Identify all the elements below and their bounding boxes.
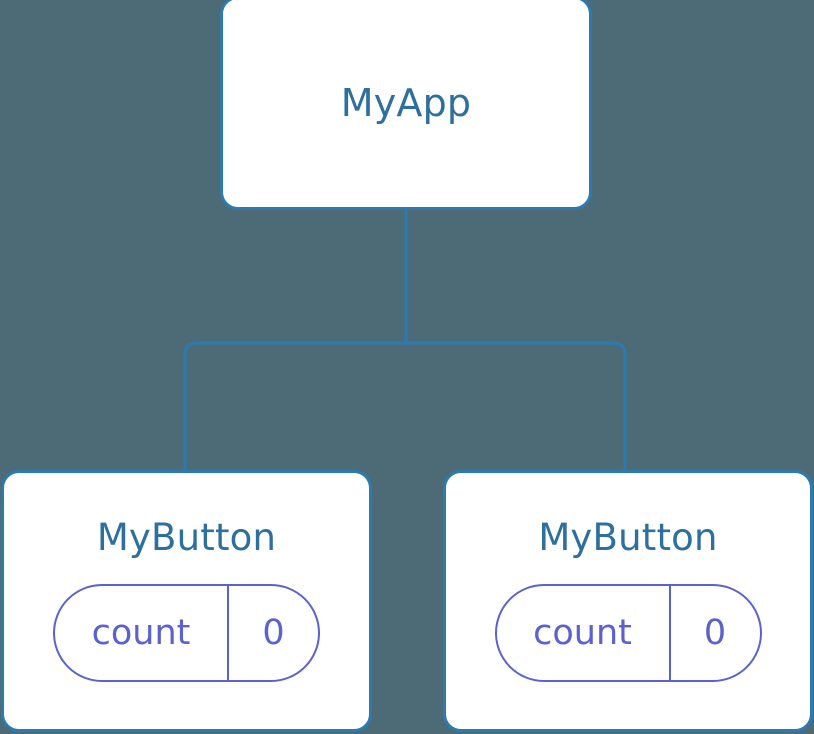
node-myapp-title: MyApp xyxy=(340,81,472,125)
node-mybutton-right-title: MyButton xyxy=(538,516,718,559)
state-value-cell-left: 0 xyxy=(229,586,318,680)
state-key-label-left: count xyxy=(91,612,191,653)
connector-edge-left xyxy=(183,341,406,472)
state-key-cell-right: count xyxy=(497,586,671,680)
state-capsule-right[interactable]: count 0 xyxy=(494,584,762,682)
node-myapp[interactable]: MyApp xyxy=(220,0,592,210)
state-key-cell-left: count xyxy=(55,586,229,680)
connector-edge-right xyxy=(406,341,627,472)
node-mybutton-left-title: MyButton xyxy=(96,516,277,559)
node-mybutton-right[interactable]: MyButton count 0 xyxy=(443,470,813,732)
state-value-cell-right: 0 xyxy=(671,586,760,680)
state-key-label-right: count xyxy=(533,612,632,653)
state-value-label-right: 0 xyxy=(703,612,727,653)
node-mybutton-left[interactable]: MyButton count 0 xyxy=(1,470,372,732)
state-value-label-left: 0 xyxy=(262,612,285,653)
state-capsule-left[interactable]: count 0 xyxy=(53,584,320,682)
